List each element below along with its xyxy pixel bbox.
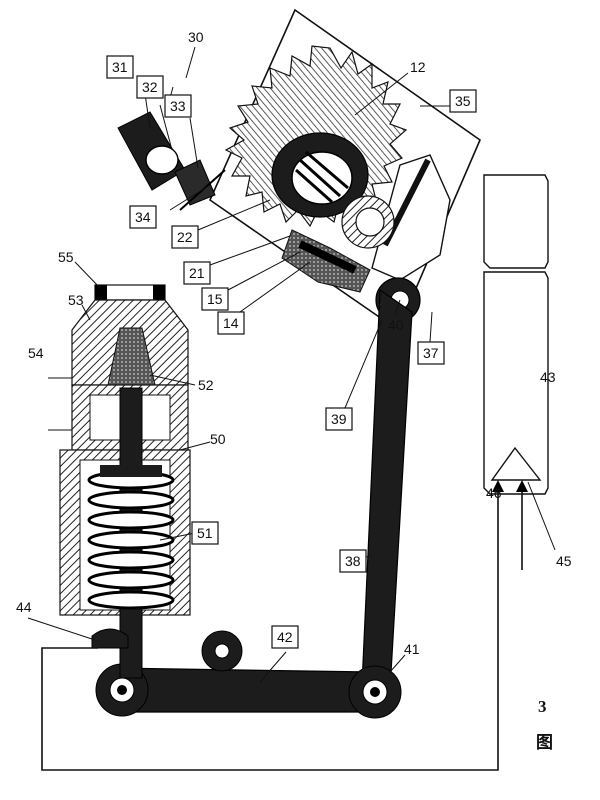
figure-caption: 图 3 <box>536 697 553 752</box>
svg-text:41: 41 <box>404 641 420 657</box>
swing-arm <box>371 154 451 281</box>
svg-text:15: 15 <box>207 291 223 307</box>
svg-text:3: 3 <box>538 697 547 716</box>
blade-hub <box>271 132 369 218</box>
svg-text:43: 43 <box>540 369 556 385</box>
motor-assembly <box>117 111 226 211</box>
label-55: 55 <box>58 249 74 265</box>
label-45: 45 <box>556 553 572 569</box>
label-51: 51 <box>191 521 219 545</box>
label-35: 35 <box>449 89 477 113</box>
svg-text:38: 38 <box>345 553 361 569</box>
bearing-ring <box>341 195 395 249</box>
svg-text:53: 53 <box>68 292 84 308</box>
svg-text:33: 33 <box>170 98 186 114</box>
label-42: 42 <box>271 625 299 649</box>
svg-text:44: 44 <box>16 599 32 615</box>
label-30: 30 <box>188 29 204 45</box>
pulley-41 <box>348 665 402 719</box>
label-43: 43 <box>540 369 556 385</box>
label-41: 41 <box>404 641 420 657</box>
svg-text:50: 50 <box>210 431 226 447</box>
svg-text:14: 14 <box>223 315 239 331</box>
label-54: 54 <box>28 345 44 361</box>
label-44: 44 <box>16 599 32 615</box>
idler-roller <box>201 630 243 672</box>
svg-text:图: 图 <box>536 733 553 752</box>
label-46: 46 <box>486 485 502 501</box>
svg-text:34: 34 <box>135 209 151 225</box>
leader-lines <box>27 46 556 683</box>
svg-text:21: 21 <box>189 265 205 281</box>
svg-text:30: 30 <box>188 29 204 45</box>
svg-text:22: 22 <box>177 229 193 245</box>
svg-text:37: 37 <box>423 345 439 361</box>
control-unit-43 <box>483 174 549 495</box>
svg-text:45: 45 <box>556 553 572 569</box>
label-40: 40 <box>388 317 404 333</box>
svg-text:32: 32 <box>142 79 158 95</box>
label-32: 32 <box>136 75 164 99</box>
sensor-44 <box>91 628 129 649</box>
label-38: 38 <box>339 549 367 573</box>
svg-text:46: 46 <box>486 485 502 501</box>
label-37: 37 <box>417 341 445 365</box>
signal-lines <box>41 480 528 771</box>
spring-51 <box>87 465 175 610</box>
label-12: 12 <box>410 59 426 75</box>
svg-text:54: 54 <box>28 345 44 361</box>
svg-text:39: 39 <box>331 411 347 427</box>
label-14: 14 <box>217 311 245 335</box>
label-39: 39 <box>325 407 353 431</box>
label-22: 22 <box>171 225 199 249</box>
svg-text:42: 42 <box>277 629 293 645</box>
svg-text:40: 40 <box>388 317 404 333</box>
belt-42 <box>109 667 373 713</box>
label-31: 31 <box>106 55 134 79</box>
label-34: 34 <box>129 205 157 229</box>
svg-text:51: 51 <box>197 525 213 541</box>
label-33: 33 <box>164 94 192 118</box>
label-53: 53 <box>68 292 84 308</box>
svg-text:12: 12 <box>410 59 426 75</box>
label-50: 50 <box>210 431 226 447</box>
label-21: 21 <box>183 261 211 285</box>
svg-text:55: 55 <box>58 249 74 265</box>
label-52: 52 <box>198 377 214 393</box>
label-15: 15 <box>201 287 229 311</box>
svg-text:31: 31 <box>112 59 128 75</box>
svg-text:35: 35 <box>455 93 471 109</box>
svg-text:52: 52 <box>198 377 214 393</box>
